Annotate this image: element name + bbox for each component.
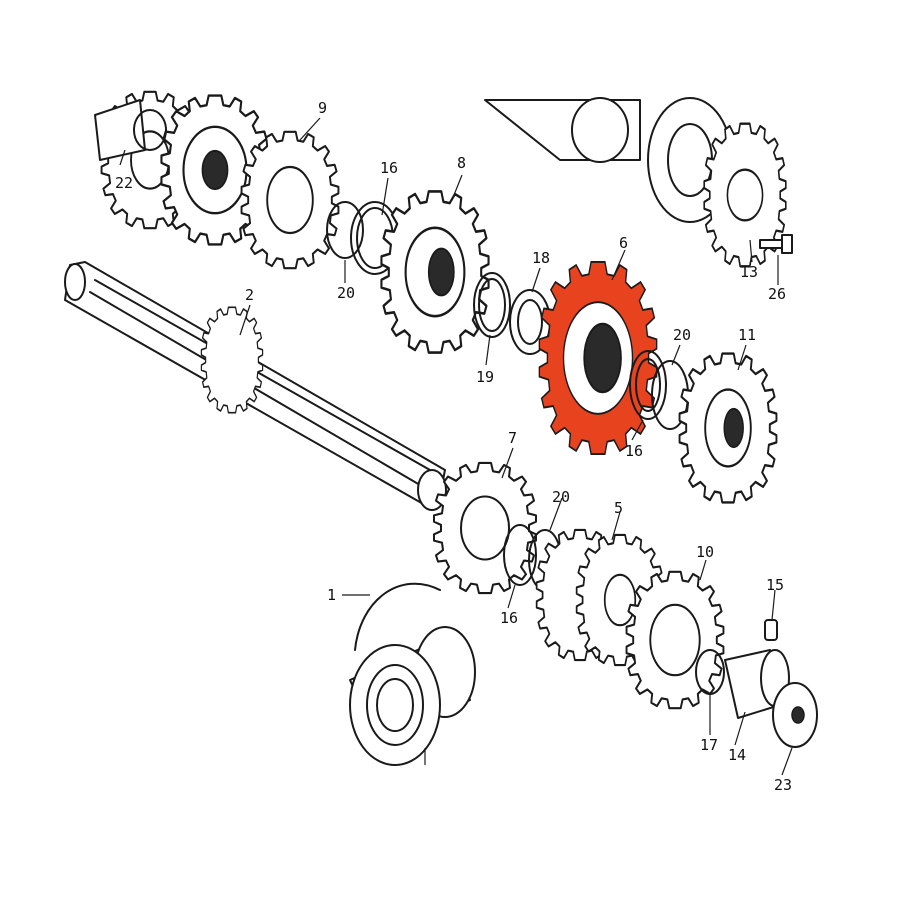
callout-11: 11 [738, 326, 756, 344]
callout-26: 26 [768, 285, 786, 303]
gear-11 [678, 352, 778, 504]
callout-2: 2 [245, 286, 254, 304]
callout-20-mid: 20 [673, 326, 691, 344]
callout-labels: 22 9 16 8 20 18 6 2 19 20 11 16 13 26 7 … [115, 99, 792, 794]
callout-16-lower: 16 [500, 609, 518, 627]
washer-mid-16 [629, 350, 667, 420]
callout-16-mid: 16 [625, 442, 643, 460]
callout-6: 6 [619, 234, 628, 252]
callout-20-lower: 20 [552, 488, 570, 506]
bushing-14 [724, 649, 790, 719]
bearing-circlip-1 [354, 582, 441, 651]
washer-17 [695, 649, 725, 695]
callout-14: 14 [728, 746, 746, 764]
end-cap-23 [772, 682, 818, 748]
callout-7: 7 [508, 429, 517, 447]
ball-bearing [349, 626, 476, 766]
gear-10 [625, 570, 725, 710]
callout-13: 13 [740, 263, 758, 281]
callout-9: 9 [318, 99, 327, 117]
pin-15 [764, 619, 778, 641]
mainshaft-2 [64, 261, 447, 511]
gear-5 [535, 528, 665, 667]
callout-22: 22 [115, 174, 133, 192]
callout-16-upper: 16 [380, 159, 398, 177]
callout-1: 1 [327, 586, 336, 604]
drive-sprocket-13 [703, 122, 787, 268]
callout-19: 19 [476, 368, 494, 386]
gear-8 [380, 190, 490, 354]
callout-8: 8 [457, 154, 466, 172]
callout-17: 17 [700, 736, 718, 754]
gear-6-highlighted [538, 260, 658, 456]
circlip-19 [473, 272, 511, 338]
callout-15: 15 [766, 576, 784, 594]
countershaft-gear-cluster [94, 90, 340, 270]
callout-5: 5 [614, 499, 623, 517]
callout-18: 18 [532, 249, 550, 267]
washer-lower-16 [503, 524, 537, 586]
output-shaft-end [484, 97, 733, 223]
bolt-26 [759, 234, 793, 254]
callout-leaders [119, 117, 793, 776]
gear-7 [432, 461, 538, 595]
callout-23: 23 [774, 776, 792, 794]
washer-upper-20 [326, 201, 364, 259]
callout-20-upper: 20 [337, 284, 355, 302]
callout-10: 10 [696, 543, 714, 561]
